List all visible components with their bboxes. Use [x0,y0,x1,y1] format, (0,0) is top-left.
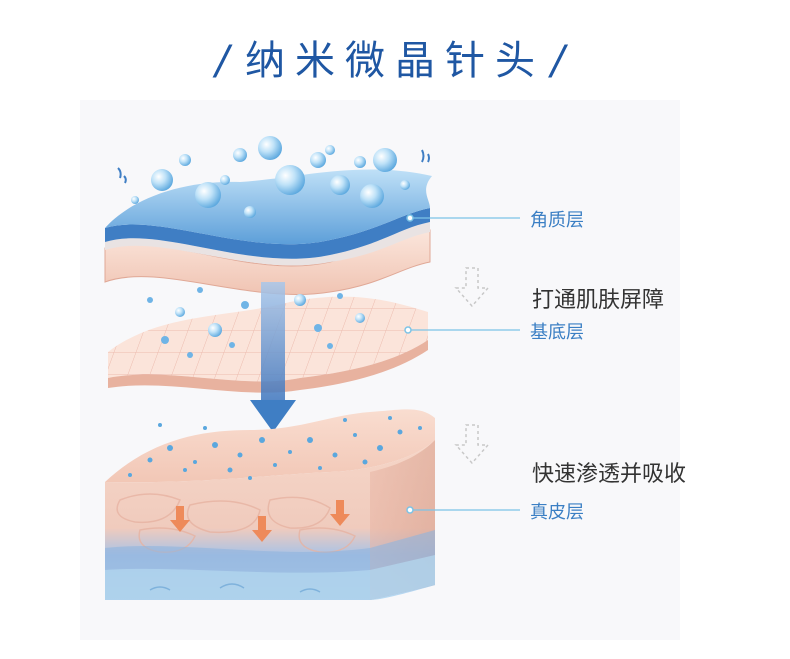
label-stratum-corneum: 角质层 [530,210,584,231]
label-connectors [408,217,520,511]
connector-dot-bottom [406,506,414,514]
title-text: 纳米微晶针头 [245,38,545,84]
title-slash-right: / [551,38,575,84]
page-title: /纳米微晶针头/ [0,28,790,86]
water-bubbles-top [131,136,410,218]
step-open-barrier: 打通肌肤屏障 [532,288,665,313]
water-dots-dermis [128,416,422,480]
stratum-corneum-layer [104,169,432,295]
absorption-arrows [170,500,350,542]
step-absorb: 快速渗透并吸收 [532,462,687,487]
label-basal-layer: 基底层 [530,322,584,343]
penetration-arrow [250,282,296,432]
connector-dot-top [406,214,414,222]
title-slash-left: / [215,38,239,84]
connector-dot-middle [404,326,412,334]
water-bubbles-middle [147,287,365,358]
splash-right-icon [421,149,430,163]
splash-left-icon [117,167,127,184]
dermis-block [105,409,435,600]
label-dermis: 真皮层 [530,502,584,523]
dashed-down-arrow-icon [454,267,490,308]
dashed-down-arrow-icon [454,424,490,465]
